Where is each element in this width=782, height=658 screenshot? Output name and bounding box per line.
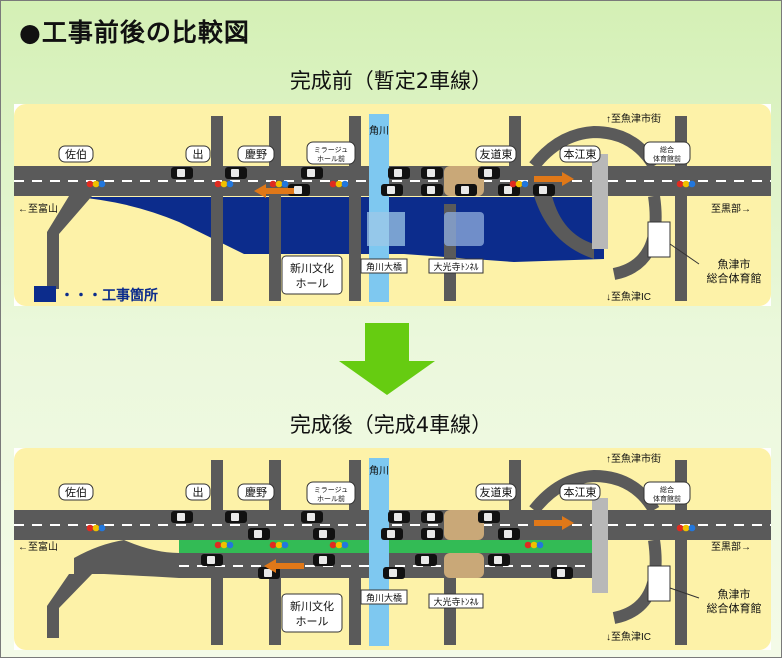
label-shinkawa-1: 新川文化 <box>290 599 334 613</box>
ramp-road-north <box>529 469 660 514</box>
label-mirage-1: ミラージュ <box>314 486 348 494</box>
label-gym-short-2: 体育館前 <box>653 154 681 163</box>
tunnel-south <box>444 553 484 578</box>
gym-leader-line <box>669 587 700 599</box>
before-caption: 完成前（暫定2車線） <box>289 69 493 93</box>
arrow-west <box>264 559 304 573</box>
arrow-east <box>534 172 574 186</box>
label-to-uozu-city: ↑至魚津市街 <box>606 452 661 465</box>
arrow-west <box>254 184 294 198</box>
label-tsunokawa-bridge: 角川大橋 <box>366 261 402 272</box>
river <box>369 458 389 646</box>
label-keino: 慶野 <box>245 147 267 161</box>
label-gym-2: 総合体育館 <box>707 271 762 285</box>
label-gym-short-2: 体育館前 <box>653 494 681 503</box>
label-tsunokawa: 角川 <box>369 465 389 477</box>
label-gym-short-1: 総合 <box>660 485 674 494</box>
overpass <box>592 154 608 249</box>
overpass <box>592 498 608 593</box>
legend-text: ・・・工事箇所 <box>60 287 158 304</box>
gym-building <box>647 565 671 602</box>
label-to-uozu-city: ↑至魚津市街 <box>606 112 661 125</box>
label-to-kurobe: 至黒部→ <box>711 540 751 553</box>
label-shinkawa-1: 新川文化 <box>290 261 334 275</box>
page-title: ●工事前後の比較図 <box>19 18 250 47</box>
label-mirage-2: ホール前 <box>317 494 345 503</box>
arrow-east <box>534 516 574 530</box>
label-gym-1: 魚津市 <box>718 587 751 601</box>
after-caption: 完成後（完成4車線） <box>289 413 493 437</box>
label-saeki: 佐伯 <box>65 485 87 499</box>
label-tsunokawa: 角川 <box>369 125 389 137</box>
label-gym-2: 総合体育館 <box>707 601 762 615</box>
label-honehigashi: 本江東 <box>564 147 597 161</box>
transition-arrow <box>339 323 435 395</box>
legend-swatch <box>34 286 56 302</box>
label-de: 出 <box>193 147 204 161</box>
after-map: 佐伯 出 慶野 ミラージュ ホール前 角川 友道東 本江東 総合 体育館前 ←至… <box>14 448 771 650</box>
label-gym-short-1: 総合 <box>660 145 674 154</box>
label-yudohigashi: 友道東 <box>480 147 513 161</box>
label-shinkawa-2: ホール <box>296 615 329 628</box>
bridge-shade <box>367 212 405 246</box>
label-to-toyama: ←至富山 <box>18 540 58 553</box>
label-to-uozu-ic: ↓至魚津IC <box>606 290 651 303</box>
gym-leader-line <box>669 243 700 265</box>
label-to-toyama: ←至富山 <box>18 202 58 215</box>
label-to-uozu-ic: ↓至魚津IC <box>606 630 651 643</box>
after-map-svg: 佐伯 出 慶野 ミラージュ ホール前 角川 友道東 本江東 総合 体育館前 ←至… <box>14 448 771 650</box>
label-to-kurobe: 至黒部→ <box>711 202 751 215</box>
before-map: ・・・工事箇所 佐伯 出 慶野 ミラージュ ホール前 角川 友道東 本江東 総合… <box>14 104 771 306</box>
label-gym-1: 魚津市 <box>718 257 751 271</box>
label-mirage-2: ホール前 <box>317 154 345 163</box>
label-daikoji-tunnel: 大光寺ﾄﾝﾈﾙ <box>433 596 479 607</box>
label-yudohigashi: 友道東 <box>480 485 513 499</box>
label-saeki: 佐伯 <box>65 147 87 161</box>
label-tsunokawa-bridge: 角川大橋 <box>366 592 402 603</box>
label-shinkawa-2: ホール <box>296 277 329 290</box>
label-de: 出 <box>193 485 204 499</box>
before-map-svg: ・・・工事箇所 佐伯 出 慶野 ミラージュ ホール前 角川 友道東 本江東 総合… <box>14 104 771 306</box>
ramp-road <box>534 196 594 259</box>
river <box>369 114 389 302</box>
label-mirage-1: ミラージュ <box>314 146 348 154</box>
label-keino: 慶野 <box>245 485 267 499</box>
ramp-road-north <box>529 125 660 170</box>
tunnel-shade <box>444 212 484 246</box>
tunnel-north <box>444 510 484 540</box>
gym-building <box>647 221 671 258</box>
label-daikoji-tunnel: 大光寺ﾄﾝﾈﾙ <box>433 261 479 272</box>
label-honehigashi: 本江東 <box>564 485 597 499</box>
